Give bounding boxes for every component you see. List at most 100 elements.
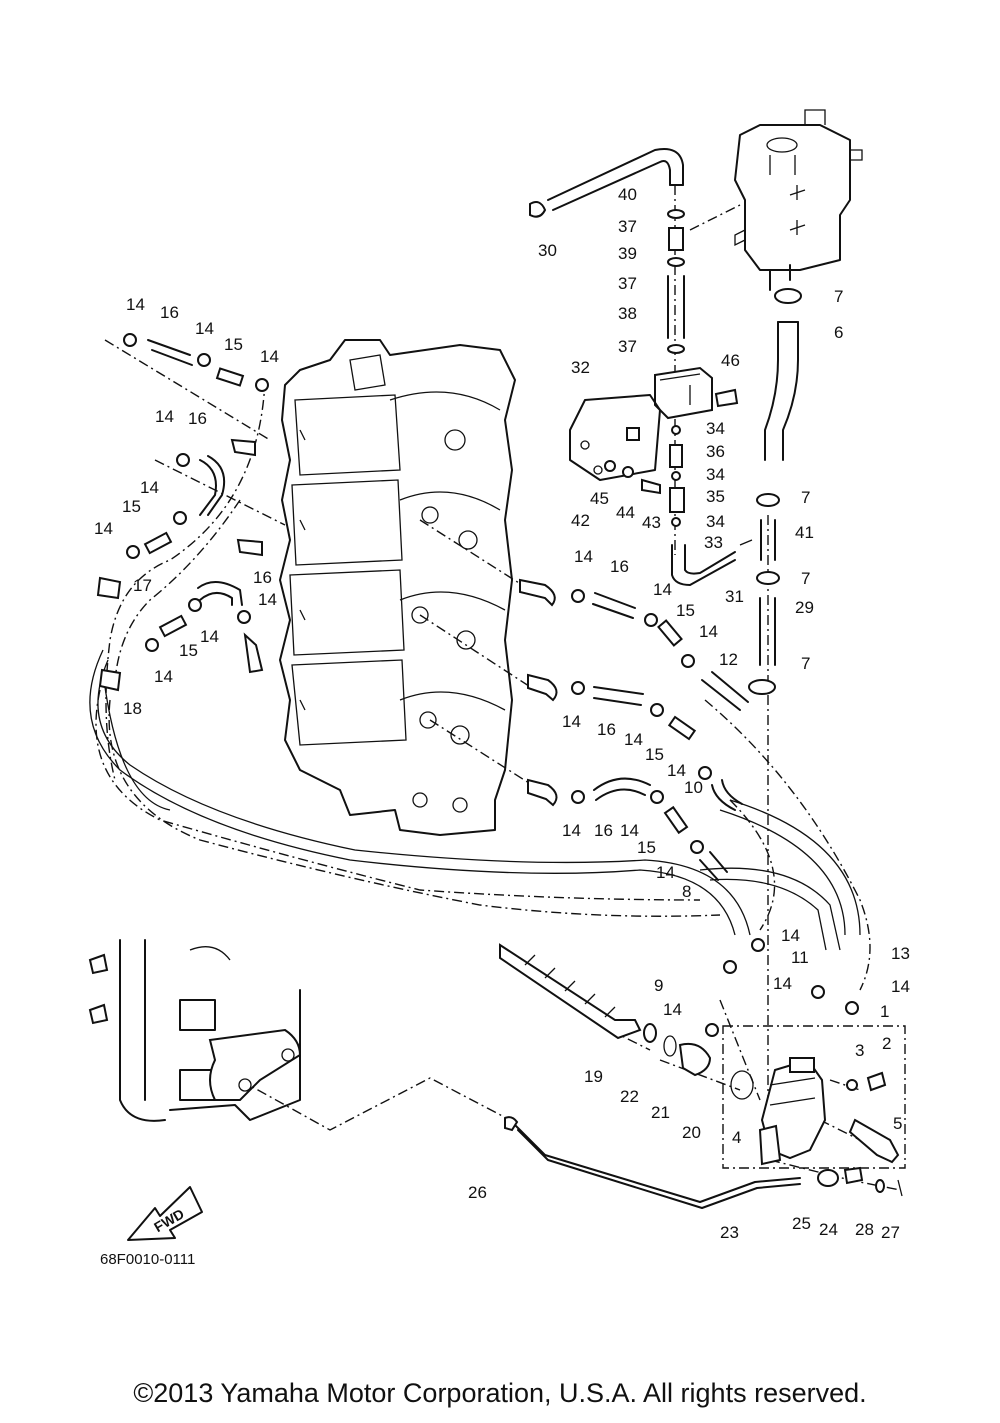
hose-clamps bbox=[123, 333, 859, 1037]
part-callout-14: 14 bbox=[773, 974, 792, 993]
hose-clamp-large bbox=[756, 571, 780, 585]
fwd-arrow-icon: FWD bbox=[127, 1186, 203, 1241]
part-callout-7: 7 bbox=[801, 654, 810, 673]
hose-clamp bbox=[255, 378, 269, 392]
part-callout-14: 14 bbox=[154, 667, 173, 686]
part-callout-15: 15 bbox=[676, 601, 695, 620]
part-callout-33: 33 bbox=[704, 533, 723, 552]
part-callout-16: 16 bbox=[594, 821, 613, 840]
part-callout-16: 16 bbox=[597, 720, 616, 739]
part-callout-14: 14 bbox=[258, 590, 277, 609]
part-callout-15: 15 bbox=[122, 497, 141, 516]
part-callout-29: 29 bbox=[795, 598, 814, 617]
part-callout-37: 37 bbox=[618, 274, 637, 293]
part-callout-16: 16 bbox=[253, 568, 272, 587]
part-callout-36: 36 bbox=[706, 442, 725, 461]
hose-clamp bbox=[176, 453, 190, 467]
part-callout-3: 3 bbox=[855, 1041, 864, 1060]
hose-clamp bbox=[698, 766, 712, 780]
hose-clamp bbox=[571, 790, 585, 804]
part-callout-20: 20 bbox=[682, 1123, 701, 1142]
part-callout-45: 45 bbox=[590, 489, 609, 508]
part-callout-30: 30 bbox=[538, 241, 557, 260]
part-callout-34: 34 bbox=[706, 512, 725, 531]
part-callout-18: 18 bbox=[123, 699, 142, 718]
diagram-code: 68F0010-0111 bbox=[100, 1251, 195, 1268]
part-callout-1: 1 bbox=[880, 1002, 889, 1021]
oil-solenoid-assembly bbox=[569, 366, 739, 527]
part-callout-14: 14 bbox=[781, 926, 800, 945]
part-callout-24: 24 bbox=[819, 1220, 838, 1239]
hose-clamp bbox=[845, 1001, 859, 1015]
hose-clamp bbox=[650, 790, 664, 804]
lower-casing bbox=[88, 939, 302, 1122]
short-hoses bbox=[147, 339, 651, 801]
part-callout-7: 7 bbox=[801, 569, 810, 588]
part-callout-12: 12 bbox=[719, 650, 738, 669]
part-callout-14: 14 bbox=[260, 347, 279, 366]
part-callout-38: 38 bbox=[618, 304, 637, 323]
part-callout-14: 14 bbox=[667, 761, 686, 780]
part-callout-7: 7 bbox=[801, 488, 810, 507]
hose-clamp bbox=[188, 598, 202, 612]
hose-clamp bbox=[811, 985, 825, 999]
part-callout-22: 22 bbox=[620, 1087, 639, 1106]
hose-clamp bbox=[751, 938, 765, 952]
long-oil-hoses bbox=[89, 649, 861, 951]
hose-clamp bbox=[571, 681, 585, 695]
hose-clamp bbox=[650, 703, 664, 717]
part-callout-14: 14 bbox=[653, 580, 672, 599]
part-callout-14: 14 bbox=[663, 1000, 682, 1019]
hose-clamp bbox=[123, 333, 137, 347]
part-callout-15: 15 bbox=[645, 745, 664, 764]
part-callout-44: 44 bbox=[616, 503, 635, 522]
part-callout-23: 23 bbox=[720, 1223, 739, 1242]
part-callout-7: 7 bbox=[834, 287, 843, 306]
hose-clamp bbox=[705, 1023, 719, 1037]
part-callout-14: 14 bbox=[140, 478, 159, 497]
part-callout-31: 31 bbox=[725, 587, 744, 606]
part-callout-4: 4 bbox=[732, 1128, 741, 1147]
tank-feed-hose bbox=[764, 321, 799, 461]
part-callout-14: 14 bbox=[562, 821, 581, 840]
part-callout-34: 34 bbox=[706, 419, 725, 438]
pump-link-rod bbox=[504, 1116, 903, 1209]
part-callout-34: 34 bbox=[706, 465, 725, 484]
part-callout-14: 14 bbox=[574, 547, 593, 566]
hose-clamp-large bbox=[748, 679, 776, 695]
part-callout-14: 14 bbox=[195, 319, 214, 338]
part-callout-37: 37 bbox=[618, 217, 637, 236]
part-callout-16: 16 bbox=[610, 557, 629, 576]
part-callout-32: 32 bbox=[571, 358, 590, 377]
oil-tank bbox=[734, 109, 863, 291]
part-callout-28: 28 bbox=[855, 1220, 874, 1239]
elbow-fittings bbox=[96, 438, 558, 807]
hose-clamp bbox=[197, 353, 211, 367]
part-callouts: 1234567777891011121314141414141414141414… bbox=[94, 185, 910, 1242]
hose-clamp bbox=[644, 613, 658, 627]
part-callout-16: 16 bbox=[188, 409, 207, 428]
part-callout-43: 43 bbox=[642, 513, 661, 532]
part-callout-10: 10 bbox=[684, 778, 703, 797]
part-callout-27: 27 bbox=[881, 1223, 900, 1242]
hose-clamp bbox=[681, 654, 695, 668]
part-callout-40: 40 bbox=[618, 185, 637, 204]
oil-pump-group bbox=[499, 943, 906, 1169]
part-callout-14: 14 bbox=[155, 407, 174, 426]
hose-clamp-large bbox=[774, 288, 802, 304]
part-callout-35: 35 bbox=[706, 487, 725, 506]
part-callout-14: 14 bbox=[562, 712, 581, 731]
part-callout-41: 41 bbox=[795, 523, 814, 542]
part-callout-17: 17 bbox=[133, 576, 152, 595]
part-callout-15: 15 bbox=[637, 838, 656, 857]
breather-stack bbox=[529, 201, 685, 354]
part-callout-5: 5 bbox=[893, 1114, 902, 1133]
part-callout-39: 39 bbox=[618, 244, 637, 263]
part-callout-14: 14 bbox=[94, 519, 113, 538]
hose-clamp bbox=[173, 511, 187, 525]
part-callout-14: 14 bbox=[620, 821, 639, 840]
part-callout-8: 8 bbox=[682, 882, 691, 901]
part-callout-9: 9 bbox=[654, 976, 663, 995]
